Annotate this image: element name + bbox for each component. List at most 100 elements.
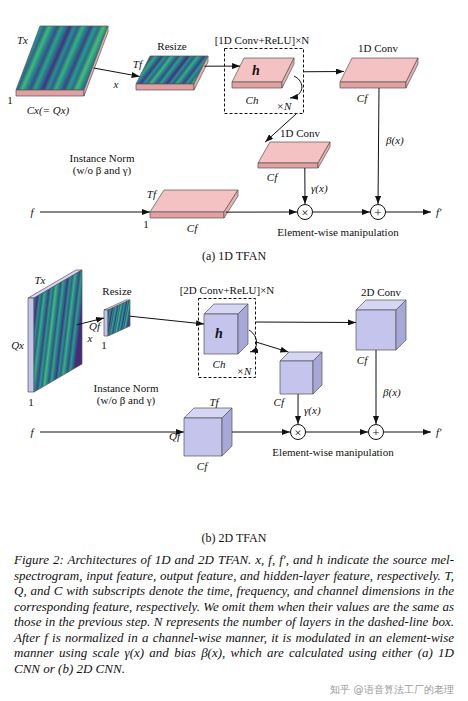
node-text: Tf xyxy=(133,58,142,70)
node-text: h xyxy=(252,64,260,78)
node-text: 2D Conv xyxy=(361,286,401,298)
node-text: Qx xyxy=(11,339,24,351)
node-text: ×N xyxy=(277,100,292,112)
hidden-feature: hCh xyxy=(204,304,248,354)
edge-label: γ(x) xyxy=(304,404,321,416)
arrow-connector xyxy=(256,322,356,324)
conv-output: 1D ConvCf xyxy=(340,58,418,88)
add-node: + xyxy=(368,424,384,440)
loop-arrow xyxy=(290,76,302,98)
box-face xyxy=(104,310,108,336)
box-face xyxy=(238,304,248,354)
resized-cube: ResizeQf1 xyxy=(104,300,130,336)
arrow-connector xyxy=(94,68,140,76)
node-text: [2D Conv+ReLU]×N xyxy=(180,284,275,296)
box-face xyxy=(194,56,208,90)
label-text: f xyxy=(30,426,33,438)
node-text: Qf xyxy=(89,320,100,332)
dashed-border xyxy=(225,49,304,114)
arrow-connector xyxy=(226,212,297,213)
label-text: (a) 1D TFAN xyxy=(202,250,266,263)
box-face xyxy=(318,142,330,168)
conv-output: 1D ConvCf xyxy=(258,142,330,168)
node-text: Tx xyxy=(17,34,28,46)
box-face xyxy=(34,270,82,392)
node-text: Cf xyxy=(197,460,207,472)
node-outline xyxy=(28,270,82,392)
label-text: 知乎 @语音算法工厂的老理 xyxy=(330,684,453,696)
box-face xyxy=(204,314,238,354)
arrow-connector xyxy=(232,432,290,433)
conv-output: 2D ConvCf xyxy=(356,300,406,350)
node-outline xyxy=(204,304,248,354)
multiply-node: × xyxy=(297,204,313,220)
box-face xyxy=(356,310,396,350)
node-text: Cf xyxy=(357,92,367,104)
box-face xyxy=(406,58,418,88)
edge-label: β(x) xyxy=(383,386,401,398)
box-face xyxy=(150,212,224,218)
node-text: + xyxy=(372,426,379,439)
arrow-connector xyxy=(376,350,377,424)
arrow-connector xyxy=(130,316,204,324)
multiply-node: × xyxy=(290,424,306,440)
box-face xyxy=(150,190,238,212)
node-outline xyxy=(280,352,322,394)
arrow-connector xyxy=(306,432,368,433)
node-text: 1D Conv xyxy=(358,42,398,54)
resized-slab: ResizeTf xyxy=(136,56,208,90)
operator-circle xyxy=(369,425,384,440)
box-face xyxy=(232,82,282,88)
node-text: [1D Conv+ReLU]×N xyxy=(215,34,310,46)
node-text: 1D Conv xyxy=(280,127,320,139)
input-feature: Instance Norm (w/o β and γ)TfQfCf xyxy=(184,408,232,456)
conv-output: Cf xyxy=(280,352,322,394)
node-text: ×N xyxy=(237,365,252,377)
node-text: Cx(= Qx) xyxy=(27,104,70,116)
node-outline xyxy=(104,300,130,336)
arrow-connector xyxy=(204,66,240,67)
box-face xyxy=(258,142,330,163)
arrow-connector xyxy=(304,71,344,72)
arrow-connector xyxy=(378,88,379,204)
arrow-connector xyxy=(256,342,288,352)
node-text: × xyxy=(301,206,308,219)
node-outline xyxy=(150,190,238,218)
box-face xyxy=(340,58,418,82)
operator-circle xyxy=(291,425,306,440)
node-text: 1 xyxy=(28,396,34,408)
node-text: Tf xyxy=(147,188,156,200)
spectrogram-slab: Tx1Cx(= Qx) xyxy=(12,26,108,96)
node-text: Instance Norm (w/o β and γ) xyxy=(86,382,166,406)
node-text: Cf xyxy=(357,354,367,366)
node-text: × xyxy=(294,426,301,439)
add-node: + xyxy=(370,204,386,220)
label-text: f′ xyxy=(436,426,441,438)
node-text: Cf xyxy=(267,171,277,183)
node-text: 1 xyxy=(101,339,107,351)
node-text: Resize xyxy=(102,285,131,297)
node-text: 1 xyxy=(7,94,13,106)
dashed-border xyxy=(199,299,256,378)
node-text: Tf xyxy=(209,396,218,408)
label-text: f′ xyxy=(436,206,441,218)
hidden-feature: hCh xyxy=(232,58,294,88)
arrow-connector xyxy=(265,114,296,142)
dashed-group: [1D Conv+ReLU]×N×NhCh xyxy=(224,48,304,114)
label-text: Element-wise manipulation xyxy=(272,446,393,458)
node-outline xyxy=(184,408,232,456)
node-text: Ch xyxy=(213,358,226,370)
node-outline xyxy=(258,142,330,168)
node-text: Resize xyxy=(157,40,186,52)
output-line xyxy=(384,432,431,433)
box-face xyxy=(136,84,194,90)
label-text: x xyxy=(88,332,93,344)
spectrogram-slab: TxQx1 xyxy=(28,270,82,392)
input-line xyxy=(40,432,184,433)
node-text: Cf xyxy=(187,222,197,234)
dashed-group: [2D Conv+ReLU]×N×NhCh xyxy=(198,298,256,378)
box-face xyxy=(282,58,294,88)
node-text: Ch xyxy=(246,94,259,106)
node-text: 1 xyxy=(143,218,149,230)
